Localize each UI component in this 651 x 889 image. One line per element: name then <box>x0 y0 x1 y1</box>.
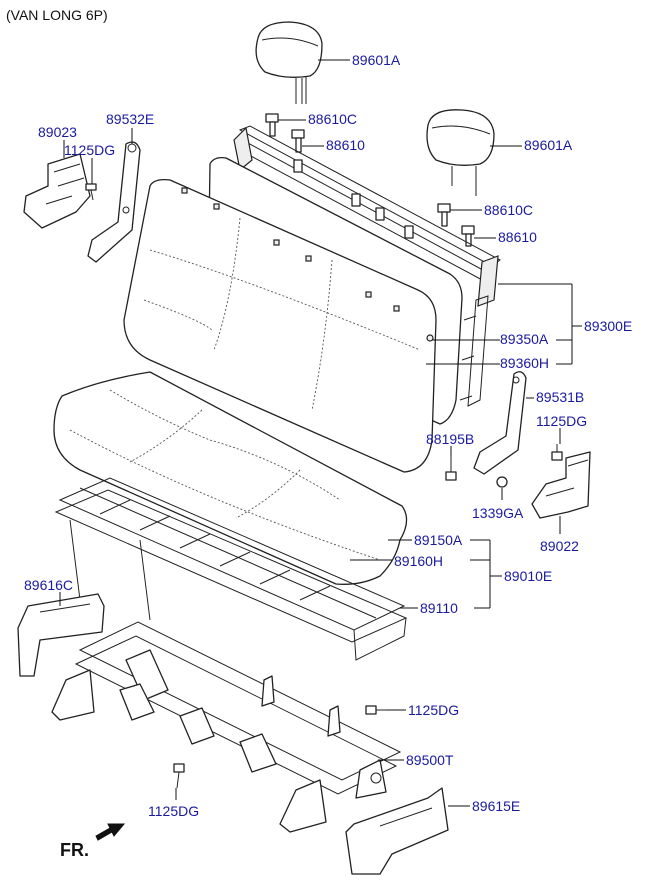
headrest-guide-88610-right <box>461 225 475 247</box>
label-89616C: 89616C <box>24 577 73 593</box>
label-89150A: 89150A <box>414 532 463 548</box>
riser-assembly <box>51 621 402 833</box>
label-89022: 89022 <box>540 538 579 554</box>
seat-back-frame <box>233 125 501 407</box>
nut-1339GA <box>496 476 508 488</box>
seat-back-cover <box>123 178 437 473</box>
label-1339GA: 1339GA <box>472 505 524 521</box>
bolt-1125DG-mid <box>365 705 386 715</box>
label-88610-top: 88610 <box>326 137 365 153</box>
seat-cushion-cover <box>53 371 408 585</box>
bracket-89531B <box>473 371 527 475</box>
leader-lines <box>59 59 582 807</box>
label-89010E: 89010E <box>504 568 552 584</box>
diagram-title: (VAN LONG 6P) <box>6 7 108 23</box>
label-1125DG-right: 1125DG <box>536 413 587 429</box>
bolt-1125DG-bottom <box>173 763 185 789</box>
part-labels: 89601A 88610C 88610 89023 89532E 1125DG … <box>24 52 632 819</box>
label-88610C-right: 88610C <box>484 202 533 218</box>
side-cover-89022 <box>531 451 591 519</box>
label-89350A: 89350A <box>500 331 549 347</box>
label-88610-right: 88610 <box>498 229 537 245</box>
seat-cushion-frame <box>54 477 408 661</box>
label-89160H: 89160H <box>394 553 443 569</box>
label-88610C-top: 88610C <box>308 111 357 127</box>
front-direction-indicator: FR. <box>60 823 126 860</box>
headrest-guide-88610C-top <box>265 113 279 137</box>
label-89601A-right: 89601A <box>524 137 573 153</box>
bolt-1125DG-right <box>551 444 563 461</box>
label-1125DG-mid: 1125DG <box>408 702 459 718</box>
label-1125DG-top: 1125DG <box>64 142 115 158</box>
arrow-icon <box>95 823 126 841</box>
front-direction-label: FR. <box>60 840 89 860</box>
label-89023: 89023 <box>38 124 77 140</box>
label-89300E: 89300E <box>584 318 632 334</box>
label-89531B: 89531B <box>536 389 584 405</box>
bolt-1125DG-top <box>85 183 97 201</box>
headrest-guide-88610C-right <box>437 203 451 227</box>
headrest-guide-88610-top <box>291 129 305 153</box>
label-89615E: 89615E <box>472 798 520 814</box>
label-89110: 89110 <box>420 600 458 616</box>
headrest-right <box>426 109 495 196</box>
label-89360H: 89360H <box>500 355 549 371</box>
label-89500T: 89500T <box>406 752 454 768</box>
label-89532E: 89532E <box>106 111 154 127</box>
bracket-89532E <box>87 141 141 263</box>
side-cover-89023 <box>23 153 91 229</box>
label-1125DG-bottom: 1125DG <box>148 803 199 819</box>
side-bracket-89616C <box>17 593 105 677</box>
headrest-top <box>255 21 323 104</box>
side-bracket-89615E <box>345 787 449 875</box>
label-88195B: 88195B <box>426 431 474 447</box>
bolt-88195B <box>445 456 457 481</box>
label-89601A-top: 89601A <box>352 52 401 68</box>
